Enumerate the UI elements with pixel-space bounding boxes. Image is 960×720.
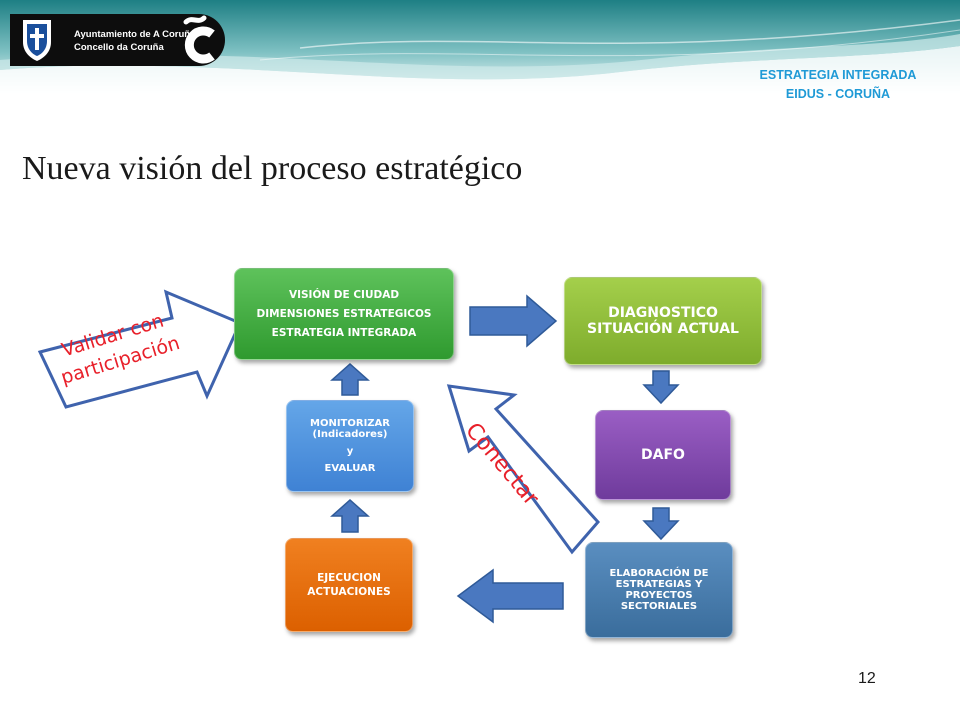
logo-text-line1: Ayuntamiento de A Coruña: [74, 29, 196, 40]
monitor-line2: y: [346, 446, 354, 457]
vision-box: VISIÓN DE CIUDAD DIMENSIONES ESTRATEGICO…: [234, 268, 454, 360]
strategy-title-line1: ESTRATEGIA INTEGRADA: [759, 68, 917, 82]
vision-line3: ESTRATEGIA INTEGRADA: [271, 327, 417, 339]
elaboracion-box: ELABORACIÓN DE ESTRATEGIAS Y PROYECTOS S…: [585, 542, 733, 638]
elaboracion-label: ELABORACIÓN DE ESTRATEGIAS Y PROYECTOS S…: [609, 568, 709, 612]
monitor-line3: EVALUAR: [324, 463, 376, 474]
monitor-line1: MONITORIZAR (Indicadores): [310, 418, 390, 440]
diagnostico-label: DIAGNOSTICO SITUACIÓN ACTUAL: [587, 305, 739, 337]
city-shield-icon: [23, 20, 51, 61]
arrow-vision-to-diagnostico: [469, 294, 558, 348]
dafo-box: DAFO: [595, 410, 731, 500]
vision-line2: DIMENSIONES ESTRATEGICOS: [256, 308, 432, 320]
arrow-ejecucion-to-monitor: [330, 498, 370, 533]
page-number: 12: [858, 670, 876, 687]
arrow-dafo-to-elaboracion: [642, 507, 680, 541]
ejecucion-line2: ACTUACIONES: [307, 586, 391, 598]
arrow-diagnostico-to-dafo: [642, 370, 680, 405]
slide-title: Nueva visión del proceso estratégico: [22, 150, 523, 187]
strategy-title-line2: EIDUS - CORUÑA: [785, 87, 891, 101]
ejecucion-box: EJECUCION ACTUACIONES: [285, 538, 413, 632]
validar-callout-arrow: [37, 289, 243, 409]
dafo-label: DAFO: [641, 447, 685, 463]
monitor-box: MONITORIZAR (Indicadores) y EVALUAR: [286, 400, 414, 492]
arrow-elaboracion-to-ejecucion: [456, 568, 564, 624]
c-tilde-logo-icon: [183, 15, 215, 64]
logo-text-line2: Concello da Coruña: [74, 42, 164, 53]
diagnostico-box: DIAGNOSTICO SITUACIÓN ACTUAL: [564, 277, 762, 365]
arrow-monitor-to-vision: [330, 362, 370, 396]
ejecucion-line1: EJECUCION: [317, 572, 381, 584]
conectar-callout-arrow: [446, 384, 601, 555]
vision-line1: VISIÓN DE CIUDAD: [288, 289, 400, 301]
